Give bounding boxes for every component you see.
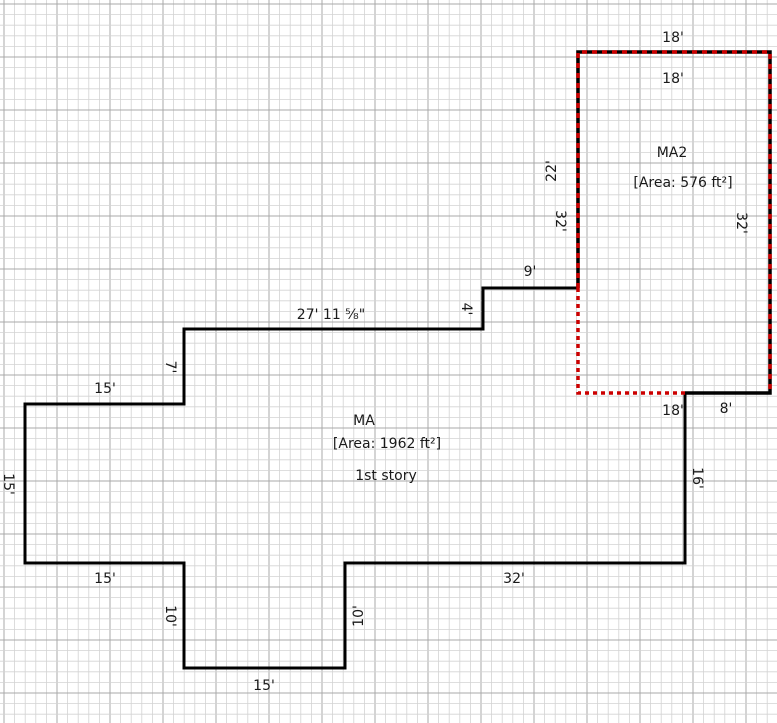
room-area-ma: [Area: 1962 ft²] <box>333 436 441 452</box>
dim-ma2-bottom-step: 8' <box>720 401 733 417</box>
dim-ma2-inner-left-22: 22' <box>544 160 560 182</box>
dim-ma2-inner-left-32: 32' <box>552 210 568 232</box>
dim-notch-left: 10' <box>162 605 178 627</box>
dim-top-long: 27' 11 ⅝" <box>297 307 365 323</box>
dim-left-bottom: 15' <box>94 571 116 587</box>
dim-left-top: 15' <box>94 381 116 397</box>
dim-top-short: 9' <box>524 264 537 280</box>
dim-step-up-7: 7' <box>162 361 178 374</box>
room-area-ma2: [Area: 576 ft²] <box>633 175 732 191</box>
dim-ma2-top-outer: 18' <box>662 30 684 46</box>
ma-outline <box>23 286 687 670</box>
ma2-lower-dotted-outline <box>576 288 685 395</box>
room-story-ma: 1st story <box>355 468 417 484</box>
dim-step-up-4: 4' <box>458 303 474 316</box>
dim-right-side: 16' <box>689 467 705 489</box>
dim-ma2-right: 32' <box>733 212 749 234</box>
dim-bottom-right: 32' <box>503 571 525 587</box>
dim-ma2-bottom-inner: 18' <box>662 403 684 419</box>
dim-notch-right: 10' <box>351 605 367 627</box>
room-label-ma2: MA2 <box>657 145 688 161</box>
dim-notch-bottom: 15' <box>253 678 275 694</box>
dim-ma2-top-inner: 18' <box>662 71 684 87</box>
ma2-outline-black <box>576 50 772 395</box>
room-label-ma: MA <box>353 413 375 429</box>
ma2-outline-red-dash <box>576 50 772 393</box>
dim-left-side: 15' <box>0 473 16 495</box>
